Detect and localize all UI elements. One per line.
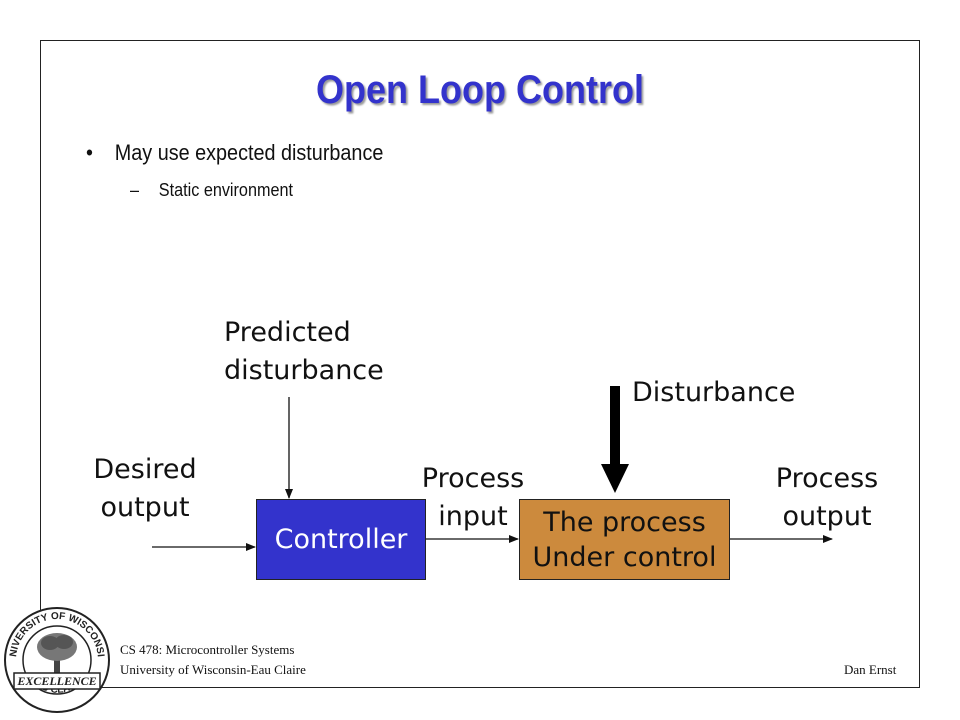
bullet-item: • May use expected disturbance — [86, 140, 383, 166]
bullet-marker: • — [86, 140, 93, 165]
logo-banner-text: EXCELLENCE — [16, 674, 96, 688]
slide-title: Open Loop Control — [316, 68, 644, 112]
sub-bullet-text: Static environment — [158, 180, 293, 200]
disturbance-label: Disturbance — [632, 377, 796, 408]
process-label-line2: Under control — [532, 541, 717, 573]
footer-course: CS 478: Microcontroller Systems — [120, 642, 295, 657]
footer-university: University of Wisconsin-Eau Claire — [120, 662, 306, 677]
university-seal-logo: UNIVERSITY OF WISCONSIN EAU CLAIRE EXCEL… — [2, 605, 110, 713]
sub-bullet-item: –Static environment — [130, 180, 293, 201]
process-input-label: Process input — [421, 463, 525, 532]
controller-label: Controller — [274, 524, 408, 555]
sub-bullet-marker: – — [130, 180, 140, 200]
process-label-line1: The process — [543, 506, 706, 538]
desired-output-label: Desired output — [93, 454, 197, 523]
slide-frame — [40, 40, 920, 688]
process-output-label: Process output — [775, 463, 879, 532]
process-box: The process Under control — [519, 499, 730, 580]
disturbance-arrow — [601, 386, 629, 493]
controller-box: Controller — [256, 499, 426, 580]
predicted-disturbance-label: Predicted disturbance — [224, 317, 384, 386]
bullet-text: May use expected disturbance — [114, 140, 384, 165]
footer-author: Dan Ernst — [844, 662, 897, 677]
